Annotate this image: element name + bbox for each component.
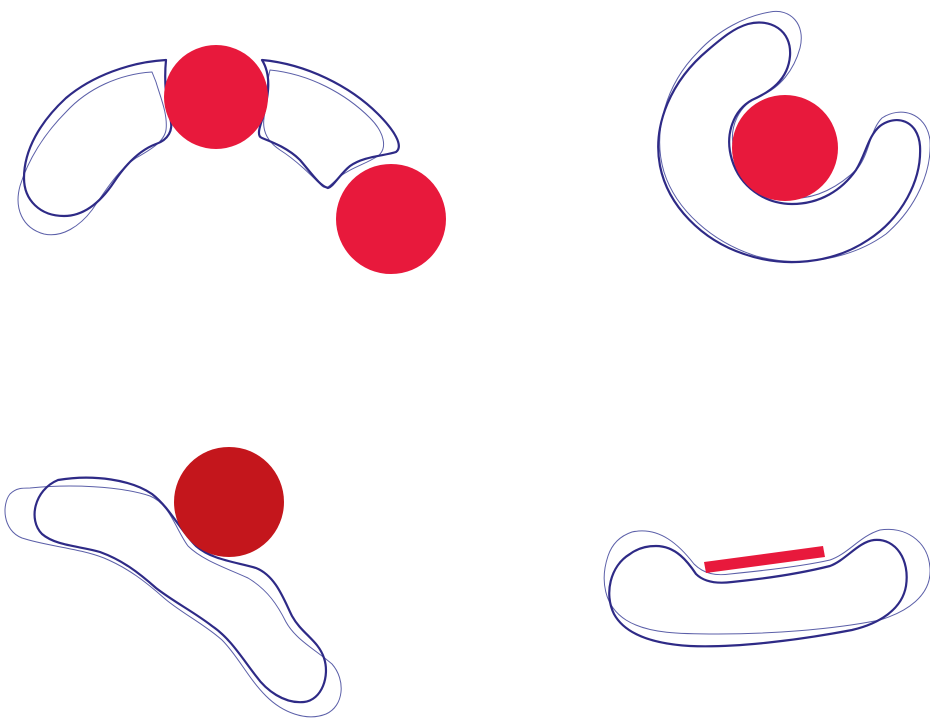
obstacle-circle-dark — [174, 447, 284, 557]
panel-top-left — [18, 45, 446, 274]
panel-bottom-right — [604, 529, 930, 646]
panel-bottom-left — [5, 447, 341, 717]
panel-top-right — [658, 11, 930, 262]
shape-outline-thin-dogleg — [5, 486, 341, 717]
obstacle-bar — [704, 546, 825, 573]
shape-outline-thick-left-arm — [24, 60, 171, 216]
obstacle-circle-lower — [336, 164, 446, 274]
obstacle-circle-top — [164, 45, 268, 149]
shape-outline-thin-right-arm — [264, 70, 384, 188]
obstacle-circle-center — [732, 95, 838, 201]
